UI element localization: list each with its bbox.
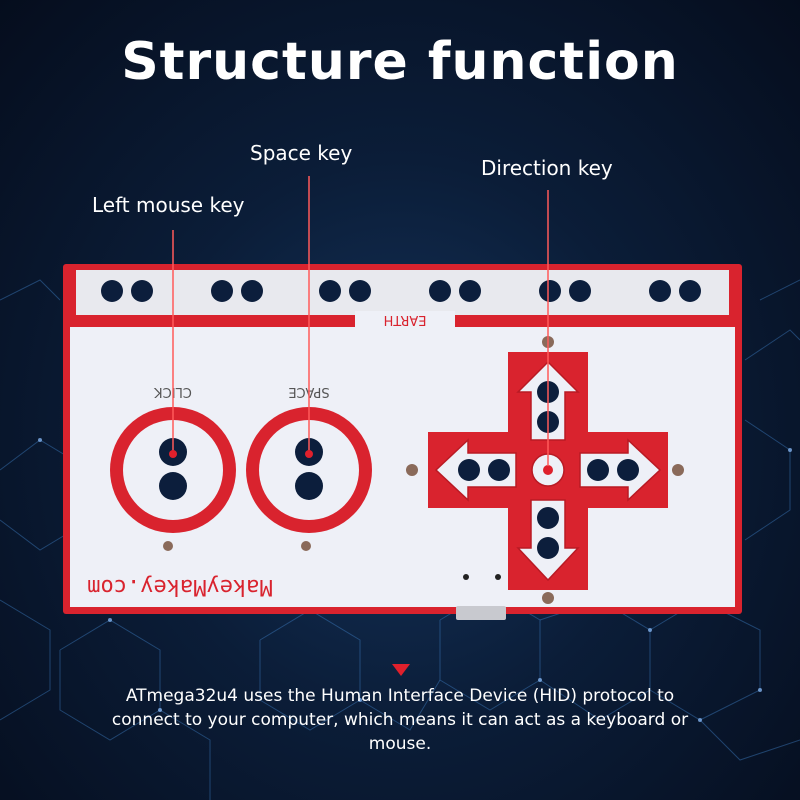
arrow-right-icon[interactable] [579,438,662,502]
page-title: Structure function [121,32,679,92]
connector-holes [101,280,701,302]
arrow-left-icon[interactable] [434,438,517,502]
left-mouse-key-label: Left mouse key [92,193,245,217]
direction-key-label: Direction key [481,156,613,180]
brand-text: MakeyMakey.com [87,574,272,599]
usb-port [456,606,506,620]
space-key-label: Space key [250,141,353,165]
earth-label: EARTH [384,312,427,327]
down-triangle-icon [392,664,410,676]
callout-lines [172,176,549,470]
connector-strip [76,270,729,315]
caption-text: ATmega32u4 uses the Human Interface Devi… [111,686,689,754]
arrow-down-icon[interactable] [516,499,580,582]
